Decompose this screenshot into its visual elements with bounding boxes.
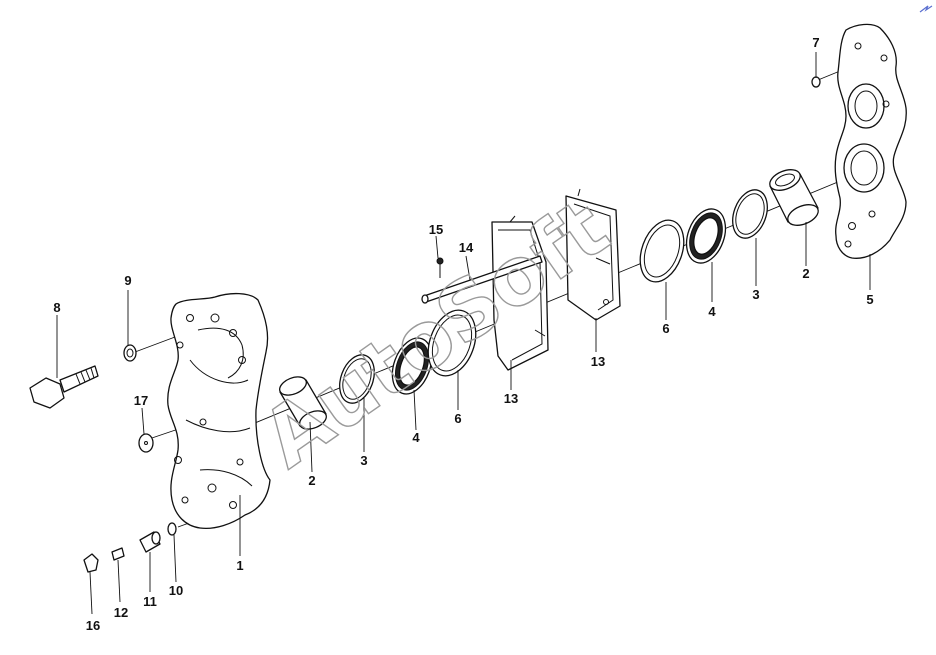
caliper-housing-inner	[167, 292, 271, 530]
callout-6-right: 6	[662, 321, 669, 336]
callout-7: 7	[812, 35, 819, 50]
bolt-washer	[123, 344, 137, 362]
piston-right	[769, 169, 819, 226]
bleeder-nipple	[111, 547, 125, 561]
o-ring	[811, 76, 821, 88]
leader-lines	[56, 52, 871, 615]
callout-1: 1	[236, 558, 243, 573]
callout-8: 8	[53, 300, 60, 315]
dust-cap	[83, 553, 99, 573]
dust-boot-left	[391, 337, 433, 395]
brake-pad-right	[565, 188, 621, 321]
callout-5: 5	[866, 292, 873, 307]
bleeder-screw	[139, 531, 161, 553]
caliper-housing-outer	[834, 23, 907, 259]
corner-mark	[919, 5, 933, 13]
callout-3-left: 3	[360, 453, 367, 468]
callout-4-right: 4	[708, 304, 716, 319]
pin-spring-clip	[436, 257, 444, 278]
dust-boot-right	[685, 208, 727, 264]
retaining-ring-right	[639, 219, 685, 283]
callout-14: 14	[459, 240, 474, 255]
pad-retaining-pin	[421, 255, 543, 304]
callout-11: 11	[143, 594, 157, 609]
callout-16: 16	[86, 618, 100, 633]
callout-labels: 1 2 2 3 3 4 4 5 6 6 7 8 9 10 11 12 13 13…	[53, 35, 873, 633]
piston-left	[279, 376, 327, 430]
callout-10: 10	[169, 583, 183, 598]
flat-washer	[138, 433, 154, 453]
callout-9: 9	[124, 273, 131, 288]
callout-15: 15	[429, 222, 443, 237]
callout-12: 12	[114, 605, 128, 620]
callout-13-left: 13	[504, 391, 518, 406]
callout-17: 17	[134, 393, 148, 408]
caliper-bolt	[29, 365, 99, 409]
callout-3-right: 3	[752, 287, 759, 302]
retaining-ring-left	[427, 309, 477, 377]
callout-13-right: 13	[591, 354, 605, 369]
callout-6-left: 6	[454, 411, 461, 426]
callout-2-left: 2	[308, 473, 315, 488]
callout-2-right: 2	[802, 266, 809, 281]
seal-ring-right	[732, 189, 768, 239]
bleeder-seal	[167, 522, 177, 536]
callout-4-left: 4	[412, 430, 420, 445]
seal-ring-left	[339, 354, 375, 404]
